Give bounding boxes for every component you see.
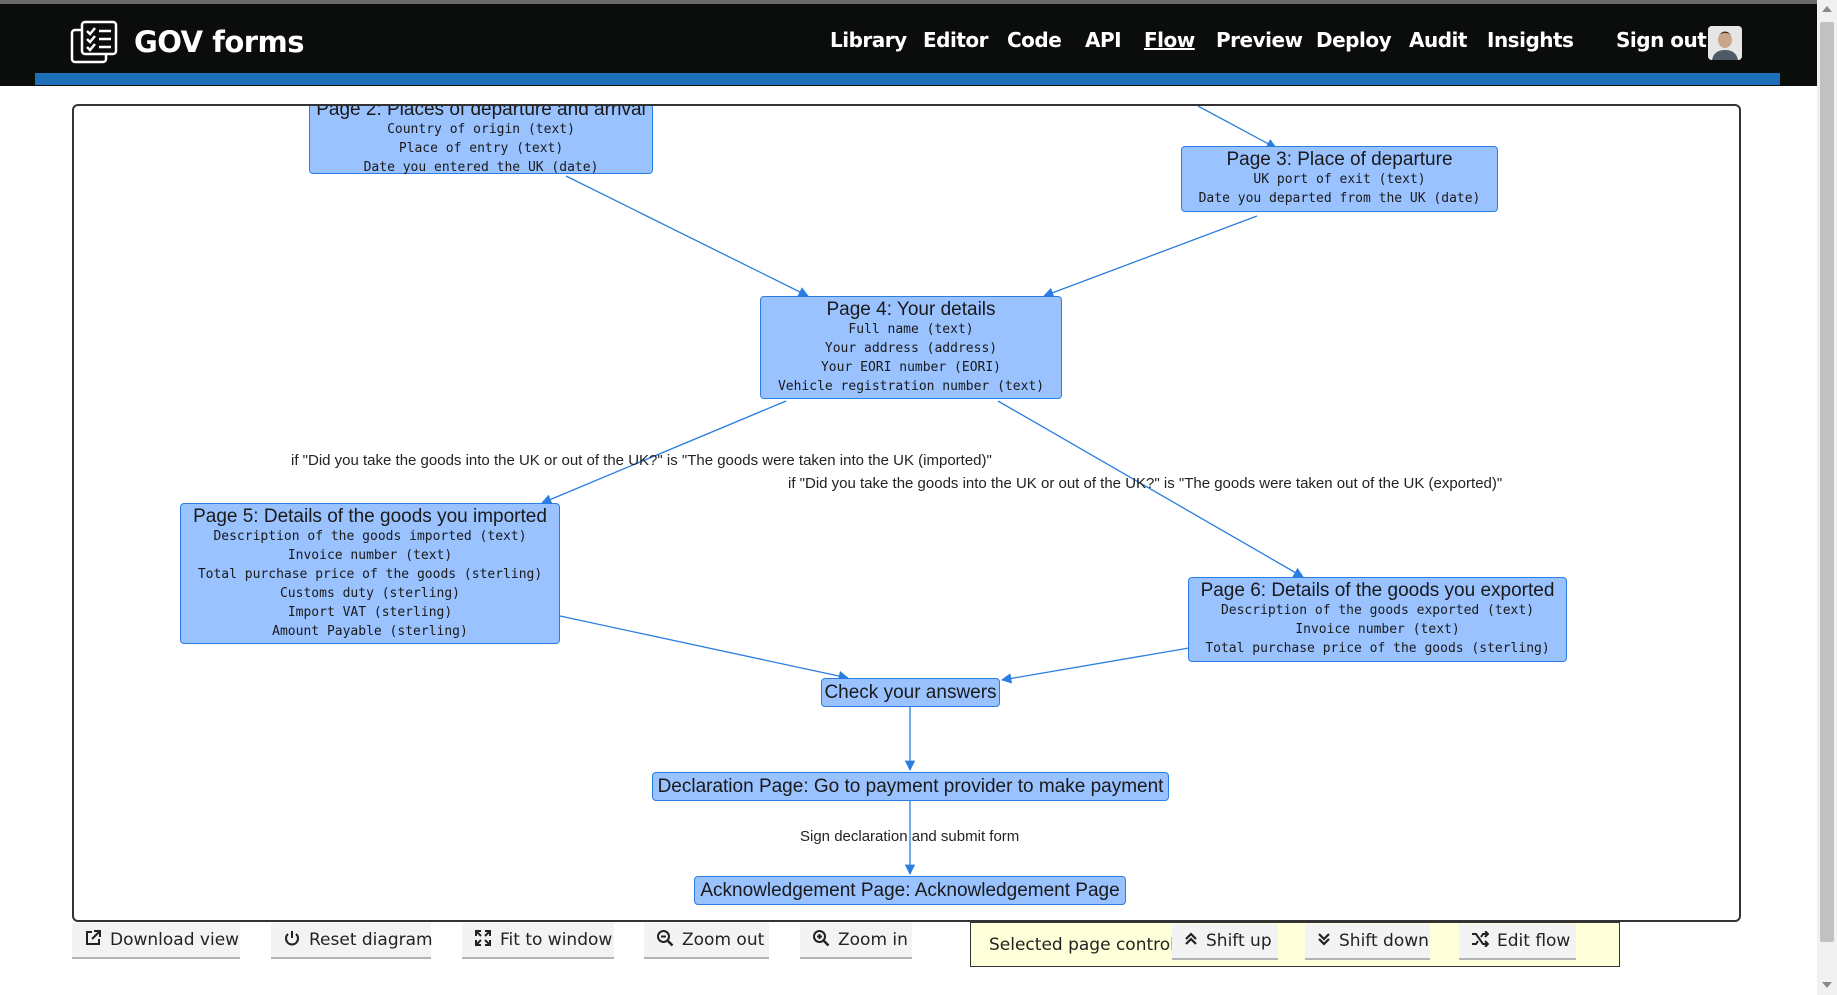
main-nav: Library Editor Code API Flow Preview Dep… [0, 28, 1837, 58]
node-field: Country of origin (text) [387, 122, 575, 137]
node-field: Import VAT (sterling) [287, 605, 453, 620]
flow-edges [541, 106, 1304, 876]
zoom-in-label: Zoom in [838, 930, 908, 950]
node-page4[interactable]: Page 4: Your details Full name (text) Yo… [760, 296, 1062, 399]
nav-editor[interactable]: Editor [923, 28, 989, 52]
brand-title: GOV forms [134, 25, 305, 59]
scrollbar-thumb[interactable] [1820, 22, 1834, 942]
node-page5[interactable]: Page 5: Details of the goods you importe… [180, 503, 560, 644]
node-field: Full name (text) [848, 322, 974, 337]
fit-to-window-button[interactable]: Fit to window [462, 923, 614, 959]
nav-code[interactable]: Code [1007, 28, 1062, 52]
edge-page6-check [1000, 647, 1190, 684]
node-field: Description of the goods exported (text) [1220, 603, 1535, 618]
zoom-out-icon [656, 929, 674, 951]
shuffle-icon [1471, 930, 1490, 951]
node-page2-title: Page 2: Places of departure and arrival [316, 104, 646, 120]
sign-out-link[interactable]: Sign out [1616, 28, 1707, 52]
nav-library[interactable]: Library [830, 28, 907, 52]
zoom-in-icon [812, 929, 830, 951]
edge-page4-page5 [541, 400, 787, 505]
zoom-out-label: Zoom out [682, 930, 765, 950]
node-field: Your EORI number (EORI) [820, 360, 1001, 375]
double-chevron-up-icon [1184, 931, 1198, 951]
node-field: Total purchase price of the goods (sterl… [1205, 641, 1550, 656]
power-icon [283, 929, 301, 951]
nav-audit[interactable]: Audit [1409, 28, 1467, 52]
edge-page5-check [559, 615, 850, 682]
node-field: Vehicle registration number (text) [777, 379, 1045, 394]
node-field: Amount Payable (sterling) [272, 624, 468, 639]
brand-logo[interactable]: GOV forms [70, 20, 305, 64]
node-page6[interactable]: Page 6: Details of the goods you exporte… [1188, 577, 1567, 662]
node-page3[interactable]: Page 3: Place of departure UK port of ex… [1181, 146, 1498, 212]
node-field: Date you departed from the UK (date) [1198, 191, 1481, 206]
scroll-up-icon[interactable] [1822, 6, 1832, 12]
node-declaration[interactable]: Declaration Page: Go to payment provider… [652, 772, 1169, 801]
edit-flow-label: Edit flow [1497, 931, 1571, 951]
shift-up-button[interactable]: Shift up [1172, 924, 1278, 960]
edge-label-sign: Sign declaration and submit form [800, 828, 1020, 845]
nav-insights[interactable]: Insights [1487, 28, 1574, 52]
nav-preview[interactable]: Preview [1216, 28, 1303, 52]
edge-top-page3 [1197, 106, 1277, 149]
checklist-icon [70, 20, 118, 64]
node-ack-title: Acknowledgement Page: Acknowledgement Pa… [700, 880, 1120, 901]
page-scrollbar[interactable] [1817, 0, 1837, 995]
edge-page2-page4 [565, 175, 809, 297]
selected-page-controls-label: Selected page controls: [989, 935, 1190, 955]
flow-diagram-canvas[interactable]: Page 2: Places of departure and arrival … [72, 104, 1741, 922]
node-page3-title: Page 3: Place of departure [1226, 149, 1453, 170]
node-field: Place of entry (text) [398, 141, 564, 156]
scroll-down-icon[interactable] [1822, 982, 1832, 988]
node-field: Invoice number (text) [287, 548, 453, 563]
node-field: Total purchase price of the goods (sterl… [197, 567, 543, 582]
node-check-answers[interactable]: Check your answers [821, 678, 1000, 707]
node-field: Customs duty (sterling) [279, 586, 460, 601]
node-field: UK port of exit (text) [1253, 172, 1426, 187]
expand-icon [474, 929, 492, 951]
edge-label-imported: if "Did you take the goods into the UK o… [291, 452, 992, 469]
node-page5-title: Page 5: Details of the goods you importe… [193, 506, 547, 527]
node-page4-title: Page 4: Your details [826, 299, 996, 320]
node-field: Your address (address) [824, 341, 998, 356]
node-page2[interactable]: Page 2: Places of departure and arrival … [309, 104, 653, 175]
edge-label-exported: if "Did you take the goods into the UK o… [788, 475, 1503, 492]
reset-diagram-label: Reset diagram [309, 930, 433, 950]
node-check-title: Check your answers [824, 682, 997, 703]
shift-up-label: Shift up [1206, 931, 1272, 951]
node-field: Description of the goods imported (text) [213, 529, 527, 544]
nav-flow[interactable]: Flow [1144, 28, 1195, 52]
edit-flow-button[interactable]: Edit flow [1459, 924, 1576, 960]
selected-page-controls: Selected page controls: Shift up Shift d… [970, 922, 1620, 967]
reset-diagram-button[interactable]: Reset diagram [271, 923, 433, 959]
node-field: Invoice number (text) [1295, 622, 1460, 637]
zoom-out-button[interactable]: Zoom out [644, 923, 769, 959]
node-acknowledgement[interactable]: Acknowledgement Page: Acknowledgement Pa… [694, 876, 1126, 905]
edge-page4-page6 [997, 400, 1304, 578]
nav-deploy[interactable]: Deploy [1316, 28, 1392, 52]
double-chevron-down-icon [1317, 931, 1331, 951]
external-link-icon [84, 929, 102, 951]
fit-to-window-label: Fit to window [500, 930, 613, 950]
shift-down-button[interactable]: Shift down [1305, 924, 1430, 960]
download-view-label: Download view [110, 930, 240, 950]
edge-page3-page4 [1043, 215, 1258, 298]
site-header: GOV forms Library Editor Code API Flow P… [0, 4, 1837, 86]
nav-api[interactable]: API [1085, 28, 1122, 52]
node-declaration-title: Declaration Page: Go to payment provider… [657, 776, 1164, 797]
window-top-stripe [0, 0, 1837, 4]
zoom-in-button[interactable]: Zoom in [800, 923, 912, 959]
shift-down-label: Shift down [1339, 931, 1429, 951]
user-avatar[interactable] [1708, 26, 1742, 60]
user-photo-icon [1708, 26, 1742, 60]
node-page6-title: Page 6: Details of the goods you exporte… [1200, 580, 1555, 601]
download-view-button[interactable]: Download view [72, 923, 240, 959]
node-field: Date you entered the UK (date) [363, 160, 599, 175]
header-accent-bar [35, 73, 1780, 85]
